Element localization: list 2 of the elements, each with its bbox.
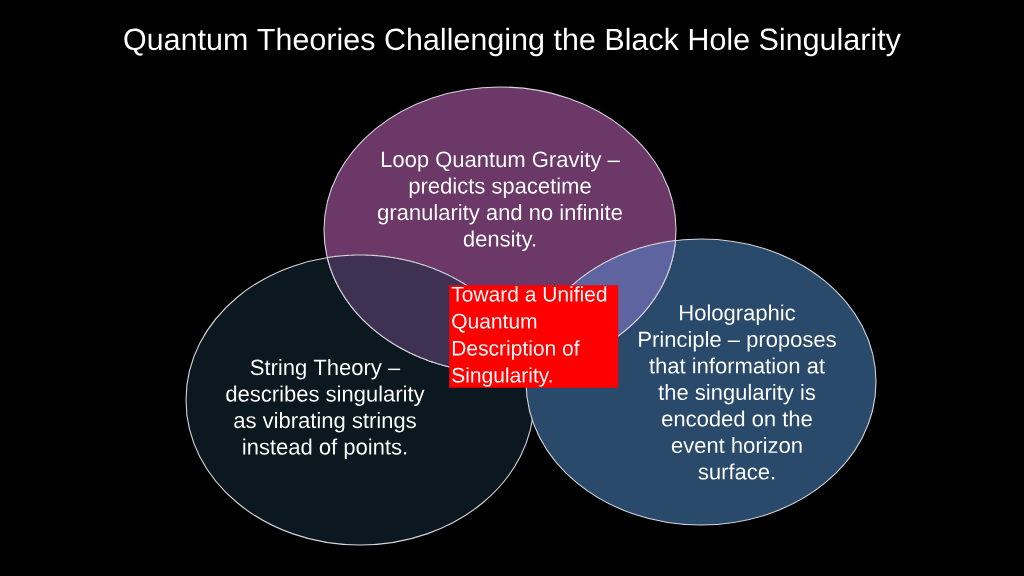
highlight-label: Toward a Unified Quantum Description of Singularity. (449, 285, 619, 388)
title: Quantum Theories Challenging the Black Hole Singularity (124, 27, 901, 57)
